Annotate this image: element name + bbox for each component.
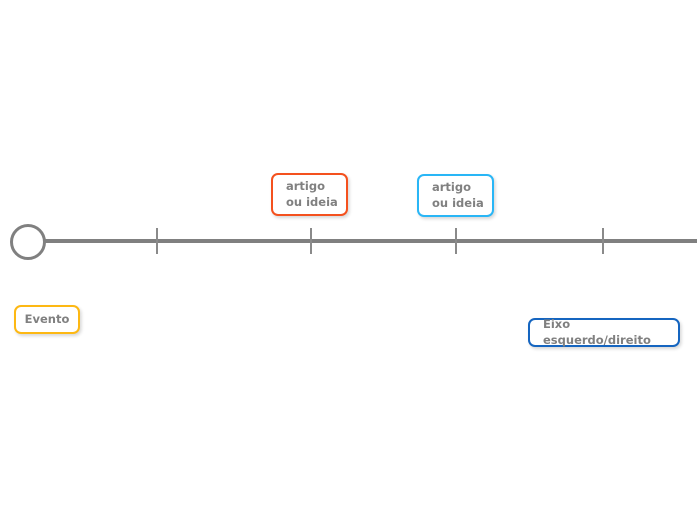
timeline-tick-3[interactable] xyxy=(455,228,457,254)
timeline-axis-line[interactable] xyxy=(44,239,697,243)
callout-article-blue[interactable]: artigo ou ideia xyxy=(417,174,494,217)
timeline-tick-4[interactable] xyxy=(602,228,604,254)
timeline-start-circle-icon[interactable] xyxy=(10,224,46,260)
legend-axis-box[interactable]: Eixo esquerdo/direito xyxy=(528,317,680,347)
legend-axis-label: Eixo esquerdo/direito xyxy=(543,317,651,347)
timeline-tick-2[interactable] xyxy=(310,228,312,254)
legend-event-box[interactable]: Evento xyxy=(14,305,80,334)
callout-article-orange-label: artigo ou ideia xyxy=(286,179,338,209)
legend-event-label: Evento xyxy=(24,311,70,326)
callout-article-blue-label: artigo ou ideia xyxy=(432,180,484,210)
callout-article-orange[interactable]: artigo ou ideia xyxy=(271,173,348,216)
timeline-tick-1[interactable] xyxy=(156,228,158,254)
